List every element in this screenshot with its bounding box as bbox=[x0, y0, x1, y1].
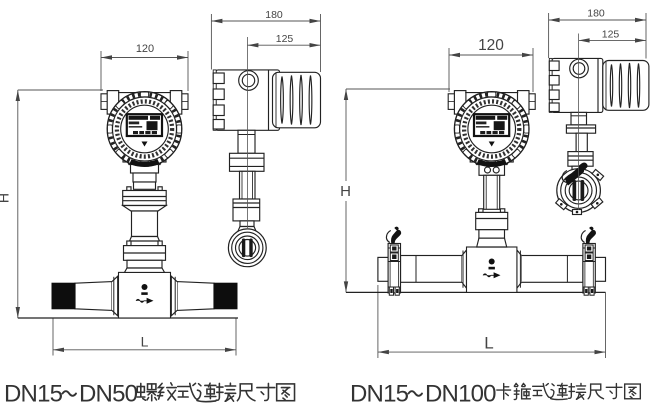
svg-text:L: L bbox=[141, 334, 149, 350]
svg-text:H: H bbox=[0, 193, 12, 203]
svg-text:125: 125 bbox=[276, 33, 294, 45]
svg-text:120: 120 bbox=[136, 43, 154, 55]
svg-text:DN50: DN50 bbox=[79, 381, 138, 408]
svg-text:DN100: DN100 bbox=[425, 381, 496, 408]
svg-text:DN15: DN15 bbox=[4, 381, 63, 408]
svg-text:120: 120 bbox=[478, 37, 504, 54]
svg-text:L: L bbox=[484, 334, 493, 353]
svg-text:180: 180 bbox=[265, 9, 283, 21]
svg-text:DN15: DN15 bbox=[350, 381, 409, 408]
svg-text:125: 125 bbox=[602, 29, 620, 41]
svg-text:180: 180 bbox=[587, 8, 605, 20]
svg-text:H: H bbox=[340, 183, 351, 200]
